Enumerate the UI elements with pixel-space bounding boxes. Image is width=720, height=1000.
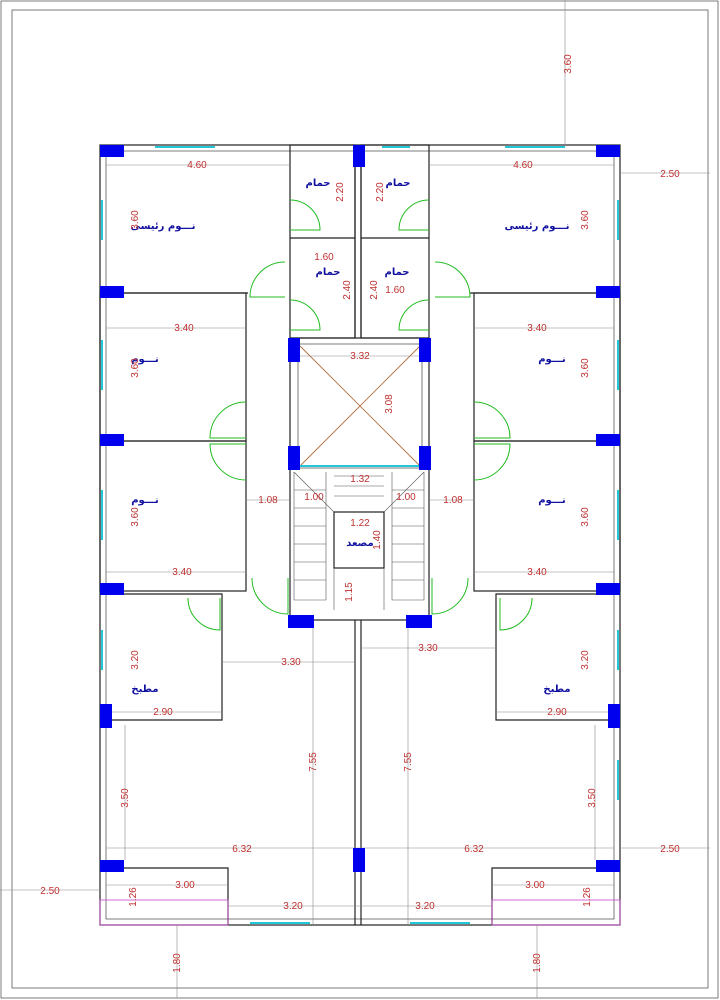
columns	[100, 145, 620, 872]
dim-bed-left-1-width: 3.40	[174, 323, 194, 334]
label-master-bedroom-left: نـــوم رئيسى	[131, 221, 196, 232]
label-bath-3: حمام	[316, 267, 341, 278]
dim-master-left-width: 4.60	[187, 160, 207, 171]
dim-bath-2-40-a: 2.40	[342, 280, 353, 300]
balcony-right-wall	[491, 867, 620, 925]
label-kitchen-left: مطبخ	[131, 684, 158, 695]
dim-bottom-right-1-80: 1.80	[532, 953, 543, 973]
dim-master-right-height: 3.60	[580, 210, 591, 230]
doors	[187, 199, 533, 631]
dim-kitchen-left-height: 3.20	[130, 650, 141, 670]
dim-elevator-height: 1.40	[372, 530, 383, 550]
dim-left-6-32: 6.32	[232, 844, 252, 855]
dim-balcony-left-width: 3.00	[175, 880, 195, 891]
balcony-right-rail	[491, 899, 621, 926]
lift-shaft	[297, 343, 423, 469]
dim-bath-2-20-b: 2.20	[375, 182, 386, 202]
dim-left-3-50: 3.50	[120, 788, 131, 808]
balcony-left-wall	[100, 867, 229, 925]
label-elevator: مصعد	[346, 538, 373, 549]
building-outline-inner	[105, 150, 615, 920]
dim-bath-1-60-a: 1.60	[314, 252, 334, 263]
dim-bed-left-2-height: 3.60	[130, 507, 141, 527]
core-wall	[289, 337, 430, 621]
bath-block-right	[360, 144, 430, 339]
dim-balcony-right-height: 1.26	[582, 887, 593, 907]
plot-boundary	[11, 9, 709, 989]
kitchen-left-wall	[106, 593, 223, 721]
dim-right-3-30: 3.30	[418, 643, 438, 654]
dim-stair-1-15: 1.15	[344, 582, 355, 602]
dim-balcony-left-height: 1.26	[128, 887, 139, 907]
dim-bath-2-20-a: 2.20	[335, 182, 346, 202]
dim-kitchen-left-width: 2.90	[153, 707, 173, 718]
windows	[101, 146, 619, 924]
dim-elevator-width: 1.22	[350, 518, 370, 529]
dim-kitchen-right-height: 3.20	[580, 650, 591, 670]
building-outline-outer	[99, 144, 621, 926]
dim-bed-left-1-height: 3.60	[130, 358, 141, 378]
elevator-box	[333, 511, 385, 569]
dim-left-7-55: 7.55	[308, 752, 319, 772]
kitchen-right-wall	[495, 593, 614, 721]
bed-right-1-wall	[473, 292, 621, 442]
dim-bottom-left-1-80: 1.80	[172, 953, 183, 973]
dim-kitchen-right-width: 2.90	[547, 707, 567, 718]
label-bedroom-right-1: نـــوم	[538, 354, 566, 365]
dim-stair-1-32: 1.32	[350, 474, 370, 485]
label-kitchen-right: مطبخ	[543, 684, 570, 695]
dim-right-3-50: 3.50	[587, 788, 598, 808]
dim-left-3-30: 3.30	[281, 657, 301, 668]
dim-bed-right-1-width: 3.40	[527, 323, 547, 334]
dim-bed-right-2-height: 3.60	[580, 507, 591, 527]
dim-right-1-00: 1.00	[396, 492, 416, 503]
label-master-bedroom-right: نـــوم رئيسى	[505, 221, 570, 232]
label-bedroom-left-2: نـــوم	[131, 495, 159, 506]
label-bedroom-right-2: نـــوم	[538, 495, 566, 506]
bath-block-left	[289, 144, 356, 339]
dim-bottom-left-3-20: 3.20	[283, 901, 303, 912]
dim-right-6-32: 6.32	[464, 844, 484, 855]
stairs	[293, 471, 425, 610]
label-bath-4: حمام	[385, 267, 410, 278]
label-bath-1: حمام	[306, 178, 331, 189]
dim-bath-1-60-b: 1.60	[385, 285, 405, 296]
dim-top-3-60: 3.60	[563, 54, 574, 74]
dim-lift-width: 3.32	[350, 351, 370, 362]
dim-bath-2-40-b: 2.40	[369, 280, 380, 300]
dim-bed-left-2-width: 3.40	[172, 567, 192, 578]
dim-master-right-width: 4.60	[513, 160, 533, 171]
bed-left-1-wall	[99, 292, 247, 442]
label-bedroom-left-1: نـــوم	[131, 354, 159, 365]
dim-right-2-50-top: 2.50	[660, 169, 680, 180]
dim-right-1-08: 1.08	[443, 495, 463, 506]
dim-right-7-55: 7.55	[403, 752, 414, 772]
label-bath-2: حمام	[386, 178, 411, 189]
dim-bed-right-2-width: 3.40	[527, 567, 547, 578]
lift-cross-2	[299, 345, 421, 467]
dim-right-2-50-bottom: 2.50	[660, 844, 680, 855]
dim-bottom-right-3-20: 3.20	[415, 901, 435, 912]
balcony-left-rail	[99, 899, 229, 926]
dim-left-1-00: 1.00	[304, 492, 324, 503]
bed-right-2-wall	[473, 440, 621, 592]
dim-balcony-right-width: 3.00	[525, 880, 545, 891]
dim-bed-right-1-height: 3.60	[580, 358, 591, 378]
dim-lift-height: 3.08	[384, 394, 395, 414]
dim-master-left-height: 3.60	[130, 210, 141, 230]
dim-left-1-08: 1.08	[258, 495, 278, 506]
dim-left-2-50: 2.50	[40, 886, 60, 897]
bed-left-2-wall	[99, 440, 247, 592]
